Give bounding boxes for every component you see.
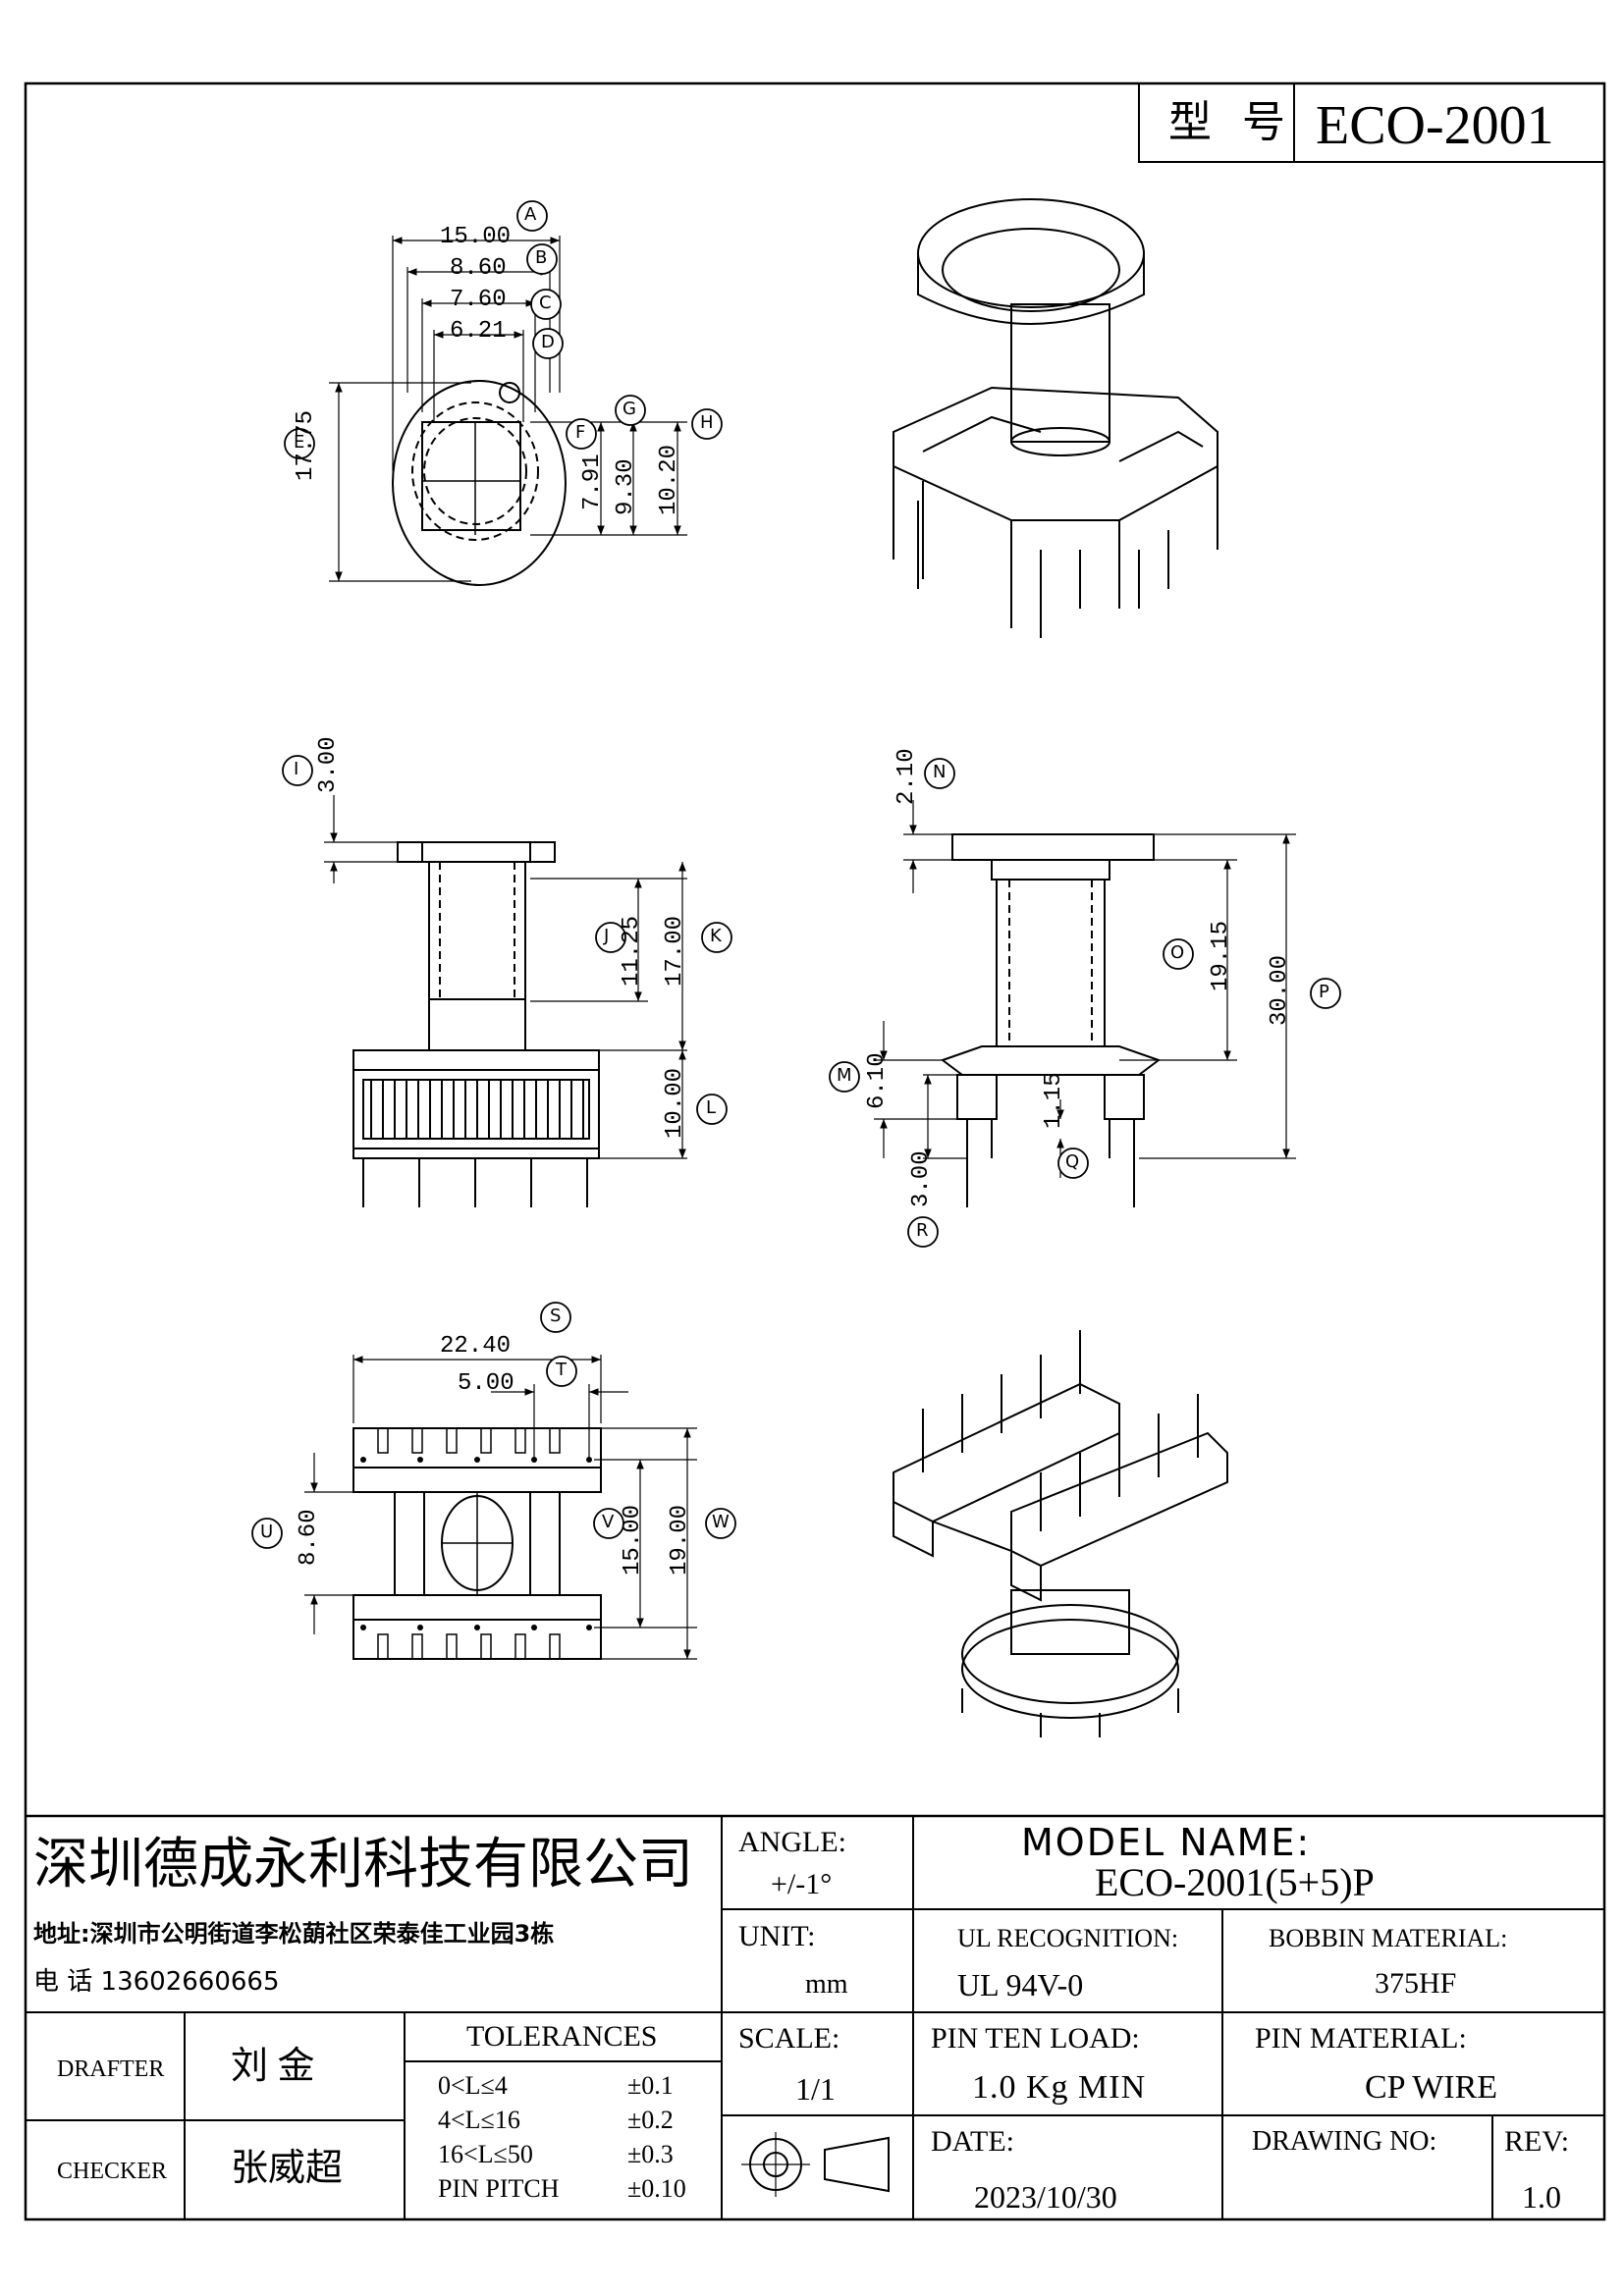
callout-R: R [916, 1220, 929, 1241]
callout-Q: Q [1065, 1151, 1080, 1172]
callout-S: S [550, 1306, 562, 1326]
callout-L: L [706, 1097, 717, 1118]
scale-label: SCALE: [738, 2022, 840, 2055]
dim-U: 8.60 [296, 1509, 322, 1566]
rev-value: 1.0 [1522, 2179, 1561, 2215]
angle-value: +/-1° [771, 1868, 833, 1900]
dim-R: 3.00 [908, 1150, 935, 1207]
tolerances-table: 0<L≤4 ±0.1 4<L≤16 ±0.2 16<L≤50 ±0.3 PIN … [406, 2063, 719, 2216]
date-cell: DATE: 2023/10/30 [915, 2117, 1219, 2216]
callout-U: U [260, 1522, 274, 1542]
model-label: 型 号 [1168, 98, 1295, 146]
dim-O: 19.15 [1208, 920, 1234, 991]
tol-range-2: 16<L≤50 [438, 2140, 533, 2168]
drawing-no-label: DRAWING NO: [1252, 2126, 1437, 2157]
callout-C: C [539, 293, 552, 313]
dim-V: 15.00 [620, 1504, 646, 1575]
dimension-callouts [251, 200, 1341, 1549]
dim-B: 8.60 [450, 255, 507, 282]
dim-T: 5.00 [458, 1370, 514, 1397]
drafter-value: 刘 金 [231, 2046, 315, 2087]
bobbin-value: 375HF [1375, 1967, 1457, 2000]
dim-N: 2.10 [893, 748, 920, 805]
tol-range-0: 0<L≤4 [438, 2071, 508, 2100]
ul-label: UL RECOGNITION: [957, 1924, 1179, 1952]
callout-K: K [710, 926, 722, 946]
dim-J: 11.25 [619, 915, 645, 987]
unit-value: mm [805, 1969, 848, 2000]
pin-material-label: PIN MATERIAL: [1255, 2022, 1467, 2055]
isometric-view-top [893, 198, 1218, 638]
callout-J: J [604, 926, 610, 946]
dim-P: 30.00 [1267, 954, 1293, 1026]
checker-label: CHECKER [57, 2159, 168, 2184]
front-view [324, 795, 687, 1207]
callout-H: H [700, 412, 714, 433]
callout-W: W [712, 1512, 730, 1532]
company-address: 地址:深圳市公明街道李松蓢社区荣泰佳工业园3栋 [33, 1920, 555, 1948]
rev-cell: REV: 1.0 [1494, 2117, 1602, 2216]
callout-A: A [524, 204, 537, 225]
dim-W: 19.00 [667, 1504, 693, 1575]
isometric-view-bottom [893, 1330, 1228, 1737]
callout-M: M [837, 1065, 852, 1086]
model-name-label: MODEL NAME: [1021, 1821, 1312, 1864]
pin-load-value: 1.0 Kg MIN [972, 2069, 1147, 2106]
model-name-value: ECO-2001(5+5)P [1095, 1860, 1375, 1904]
bobbin-label: BOBBIN MATERIAL: [1269, 1924, 1508, 1952]
bottom-view [304, 1355, 697, 1660]
tol-value-3: ±0.10 [627, 2174, 686, 2203]
dim-I: 3.00 [315, 736, 342, 793]
title-block-grid [26, 1814, 1604, 2219]
callout-D: D [541, 332, 555, 352]
callout-F: F [575, 422, 586, 443]
callout-O: O [1170, 942, 1185, 963]
company-phone: 电 话 13602660665 [33, 1967, 280, 1997]
dim-L: 10.00 [662, 1067, 688, 1139]
dim-D: 6.21 [450, 318, 507, 345]
pin-load-label: PIN TEN LOAD: [931, 2022, 1140, 2055]
callout-E: E [294, 432, 305, 453]
company-name: 深圳德成永利科技有限公司 [33, 1835, 693, 1896]
tol-range-1: 4<L≤16 [438, 2106, 520, 2134]
tol-value-0: ±0.1 [627, 2071, 674, 2100]
top-view [329, 236, 687, 586]
dim-S: 22.40 [440, 1333, 512, 1360]
model-box-frame [1138, 82, 1605, 163]
tol-value-2: ±0.3 [627, 2140, 674, 2168]
rev-label: REV: [1504, 2125, 1570, 2158]
model-value: ECO-2001 [1316, 95, 1554, 156]
callout-T: T [556, 1360, 567, 1380]
dim-Q: 1.15 [1041, 1072, 1067, 1129]
tol-range-3: PIN PITCH [438, 2174, 560, 2203]
dim-K: 17.00 [662, 915, 688, 987]
dim-A: 15.00 [440, 224, 512, 250]
pin-material-value: CP WIRE [1365, 2069, 1498, 2106]
callout-I: I [294, 759, 299, 779]
callout-P: P [1319, 982, 1329, 1002]
date-label: DATE: [931, 2125, 1014, 2158]
callout-G: G [623, 399, 636, 419]
dim-C: 7.60 [450, 287, 507, 313]
dim-H: 10.20 [656, 444, 682, 515]
tol-value-1: ±0.2 [627, 2106, 674, 2134]
callout-V: V [602, 1512, 615, 1532]
checker-value: 张威超 [231, 2148, 344, 2189]
dim-G: 9.30 [613, 458, 639, 515]
side-view [874, 800, 1296, 1207]
callout-B: B [535, 247, 548, 268]
dim-M: 6.10 [864, 1052, 891, 1109]
angle-label: ANGLE: [738, 1826, 846, 1858]
callout-N: N [933, 762, 947, 782]
drafter-label: DRAFTER [57, 2056, 165, 2082]
tolerances-label: TOLERANCES [466, 2020, 658, 2053]
ul-value: UL 94V-0 [957, 1967, 1084, 2002]
dim-F: 7.91 [579, 454, 606, 510]
sheet-border [24, 81, 1606, 2221]
scale-value: 1/1 [795, 2071, 836, 2107]
unit-label: UNIT: [738, 1920, 816, 1952]
date-value: 2023/10/30 [974, 2179, 1117, 2215]
